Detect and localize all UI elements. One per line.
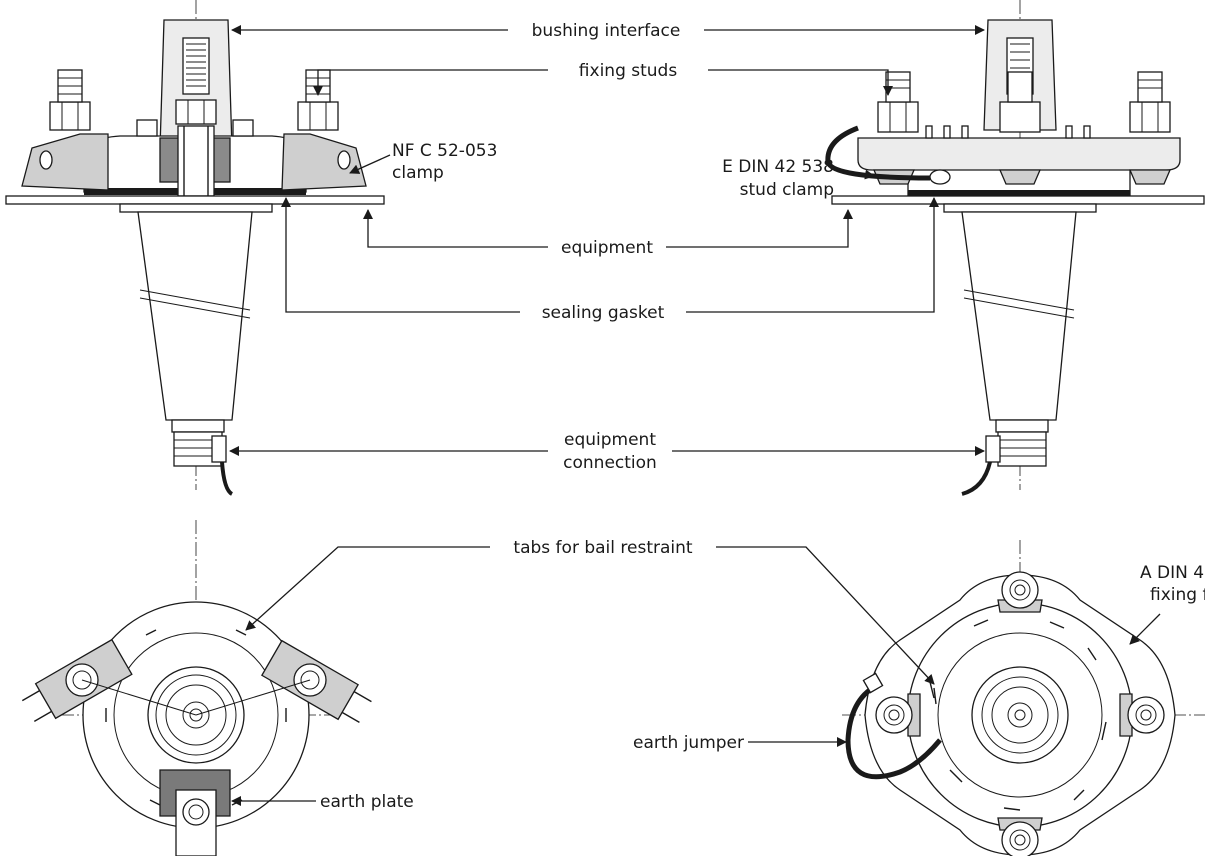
label-sealing-gasket: sealing gasket bbox=[542, 303, 665, 323]
label-earth-plate: earth plate bbox=[320, 792, 414, 812]
right-plan-view bbox=[842, 540, 1205, 859]
label-bushing-interface: bushing interface bbox=[532, 21, 681, 41]
flange-stud-left bbox=[875, 693, 921, 737]
label-earth-jumper: earth jumper bbox=[633, 733, 744, 753]
label-nf-clamp-1: NF C 52-053 bbox=[392, 141, 497, 161]
labels: bushing interface fixing studs NF C 52-0… bbox=[320, 21, 1205, 812]
left-elevation-view bbox=[5, 0, 385, 496]
right-elevation-view bbox=[825, 0, 1205, 496]
flange-stud-bottom bbox=[997, 817, 1043, 859]
label-din-flange-2: fixing flange bbox=[1150, 585, 1205, 605]
left-plan-view bbox=[21, 520, 372, 857]
flange-stud-top bbox=[997, 571, 1043, 613]
label-din-flange-1: A DIN 42 538 bbox=[1140, 563, 1205, 583]
label-nf-clamp-2: clamp bbox=[392, 163, 444, 183]
label-tabs-bail-restraint: tabs for bail restraint bbox=[513, 538, 692, 558]
label-din-stud-clamp-2: stud clamp bbox=[740, 180, 834, 200]
label-equipment-connection-2: connection bbox=[563, 453, 657, 473]
label-equipment: equipment bbox=[561, 238, 653, 258]
label-fixing-studs: fixing studs bbox=[579, 61, 678, 81]
label-din-stud-clamp-1: E DIN 42 538 bbox=[722, 157, 834, 177]
flange-stud-right bbox=[1119, 693, 1165, 737]
leader-lines bbox=[229, 25, 1161, 806]
label-equipment-connection-1: equipment bbox=[564, 430, 656, 450]
